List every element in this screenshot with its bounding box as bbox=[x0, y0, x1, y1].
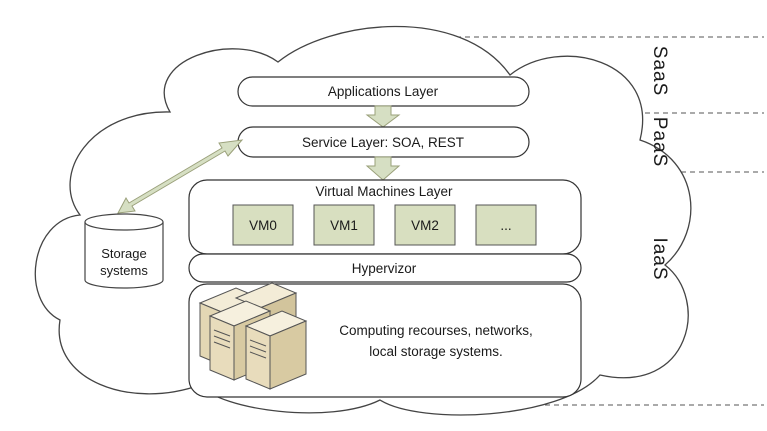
storage-systems-icon bbox=[84, 213, 164, 289]
applications-layer-label: Applications Layer bbox=[328, 84, 439, 99]
storage-label-line2: systems bbox=[100, 263, 148, 278]
servers-icon bbox=[198, 282, 308, 390]
hypervisor-box bbox=[188, 253, 582, 283]
vm-label-2: VM2 bbox=[411, 218, 439, 233]
hardware-label-line1: Computing recourses, networks, bbox=[339, 323, 533, 338]
storage-label-line1: Storage bbox=[101, 246, 147, 261]
hypervisor-label: Hypervizor bbox=[352, 261, 417, 276]
vm-label-0: VM0 bbox=[249, 218, 277, 233]
apps-to-service-arrow bbox=[365, 105, 401, 128]
vm-box-3 bbox=[475, 204, 537, 246]
service-storage-double-arrow bbox=[117, 139, 244, 214]
vm-box-2 bbox=[394, 204, 456, 246]
tier-label-saas: SaaS bbox=[649, 46, 670, 96]
tier-label-paas: PaaS bbox=[649, 117, 670, 167]
hardware-label-line2: local storage systems. bbox=[369, 344, 503, 359]
service-layer-label: Service Layer: SOA, REST bbox=[302, 135, 464, 150]
vm-box-1 bbox=[313, 204, 375, 246]
service-to-vm-arrow bbox=[365, 156, 401, 181]
vm-label-1: VM1 bbox=[330, 218, 358, 233]
tier-label-iaas: IaaS bbox=[649, 237, 670, 280]
vm-layer-label: Virtual Machines Layer bbox=[315, 184, 453, 199]
vm-box-0 bbox=[232, 204, 294, 246]
vm-label-3: ... bbox=[500, 218, 511, 233]
